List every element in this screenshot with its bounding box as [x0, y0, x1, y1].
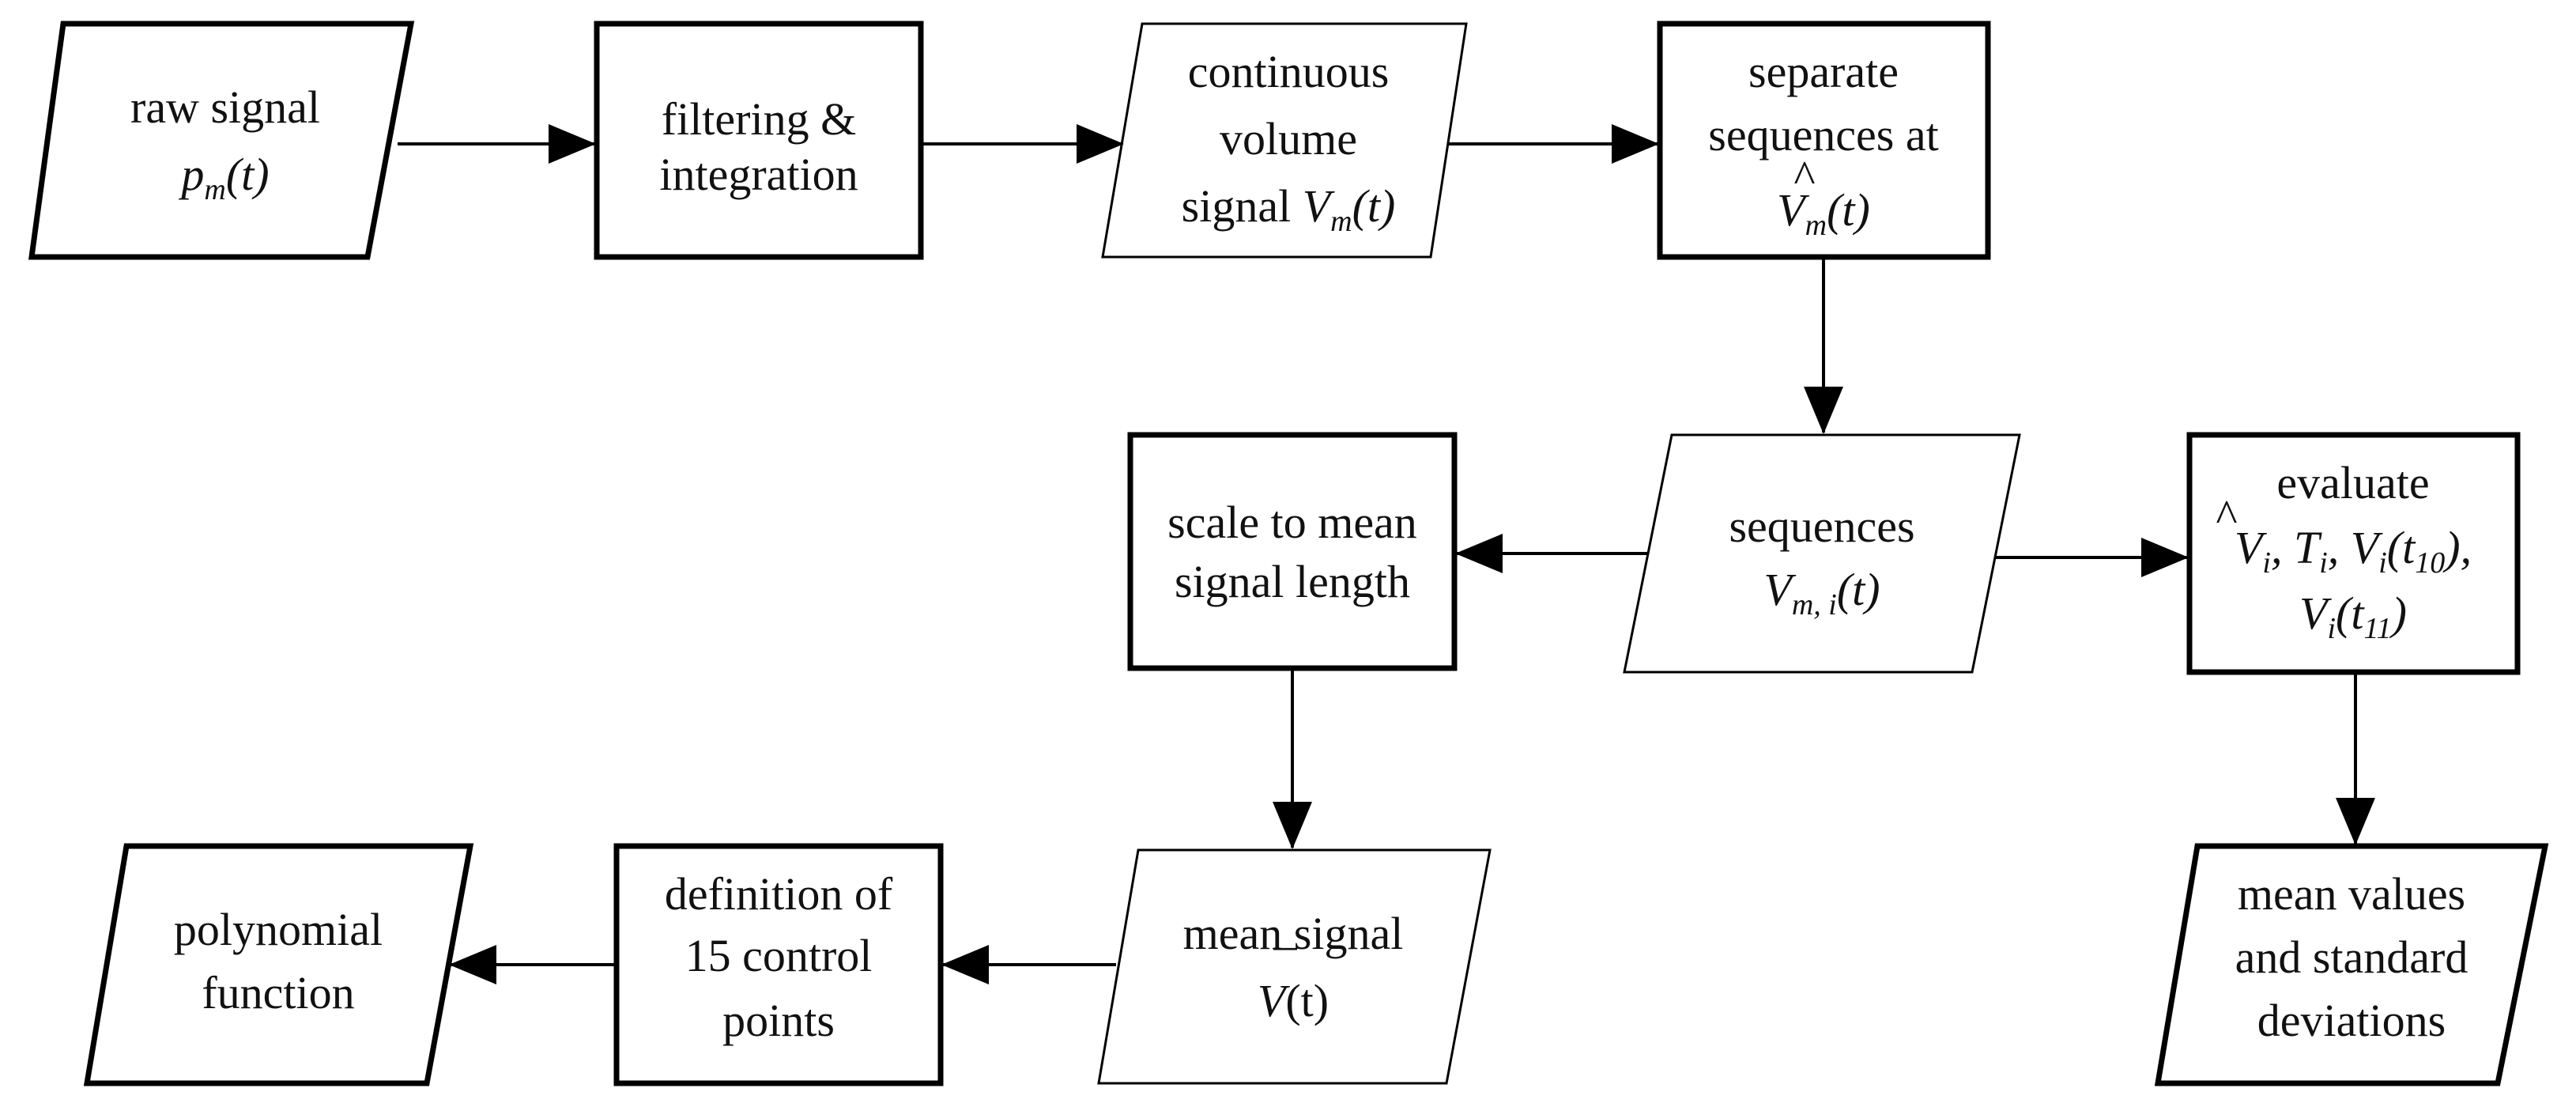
continuous-shape [1101, 22, 1468, 259]
scale-label-1: scale to mean [1167, 497, 1417, 548]
continuous-label-2: volume [1220, 113, 1357, 164]
polynomial-shape [83, 843, 474, 1086]
mean-signal-formula: V(t) [1258, 975, 1329, 1026]
separate-label-2: sequences at [1708, 109, 1938, 161]
separate-hat: ^ [1793, 151, 1815, 202]
definition-label-3: points [722, 995, 835, 1046]
filtering-box [594, 21, 924, 260]
filtering-label-2: integration [659, 149, 858, 200]
mean-values-label-1: mean values [2238, 868, 2465, 920]
mean-values-label-3: deviations [2257, 995, 2446, 1046]
scale-box [1127, 432, 1458, 671]
sequences-shape [1623, 433, 2021, 674]
separate-formula: Vm(t) [1777, 184, 1870, 242]
scale-label-2: signal length [1175, 556, 1410, 607]
continuous-label-3: signal Vm(t) [1182, 180, 1396, 238]
mean-signal-shape [1097, 848, 1492, 1085]
evaluate-hat: ^ [2216, 490, 2237, 542]
raw-signal-formula: pm(t) [178, 149, 269, 206]
sequences-label: sequences [1729, 501, 1914, 552]
mean-signal-label: mean signal [1183, 908, 1404, 959]
evaluate-formula-2: Vi(t11) [2299, 588, 2407, 645]
polynomial-label-2: function [202, 967, 354, 1018]
separate-label-1: separate [1748, 46, 1899, 97]
mean-values-shape [2154, 843, 2549, 1086]
mean-signal-bar: ¯ [1273, 942, 1298, 993]
raw-signal-shape [28, 21, 415, 260]
evaluate-formula-1: Vi, Ti, Vi(t10), [2235, 522, 2472, 580]
definition-box [613, 843, 944, 1086]
evaluate-label: evaluate [2276, 457, 2429, 508]
raw-signal-label: raw signal [130, 81, 320, 133]
definition-label-1: definition of [665, 868, 893, 920]
sequences-formula: Vm, i(t) [1763, 564, 1880, 622]
filtering-label-1: filtering & [662, 93, 856, 145]
definition-label-2: 15 control [685, 930, 873, 981]
evaluate-box [2186, 432, 2521, 675]
mean-values-label-2: and standard [2235, 931, 2469, 983]
polynomial-label-1: polynomial [174, 904, 383, 955]
continuous-label-1: continuous [1188, 46, 1390, 97]
